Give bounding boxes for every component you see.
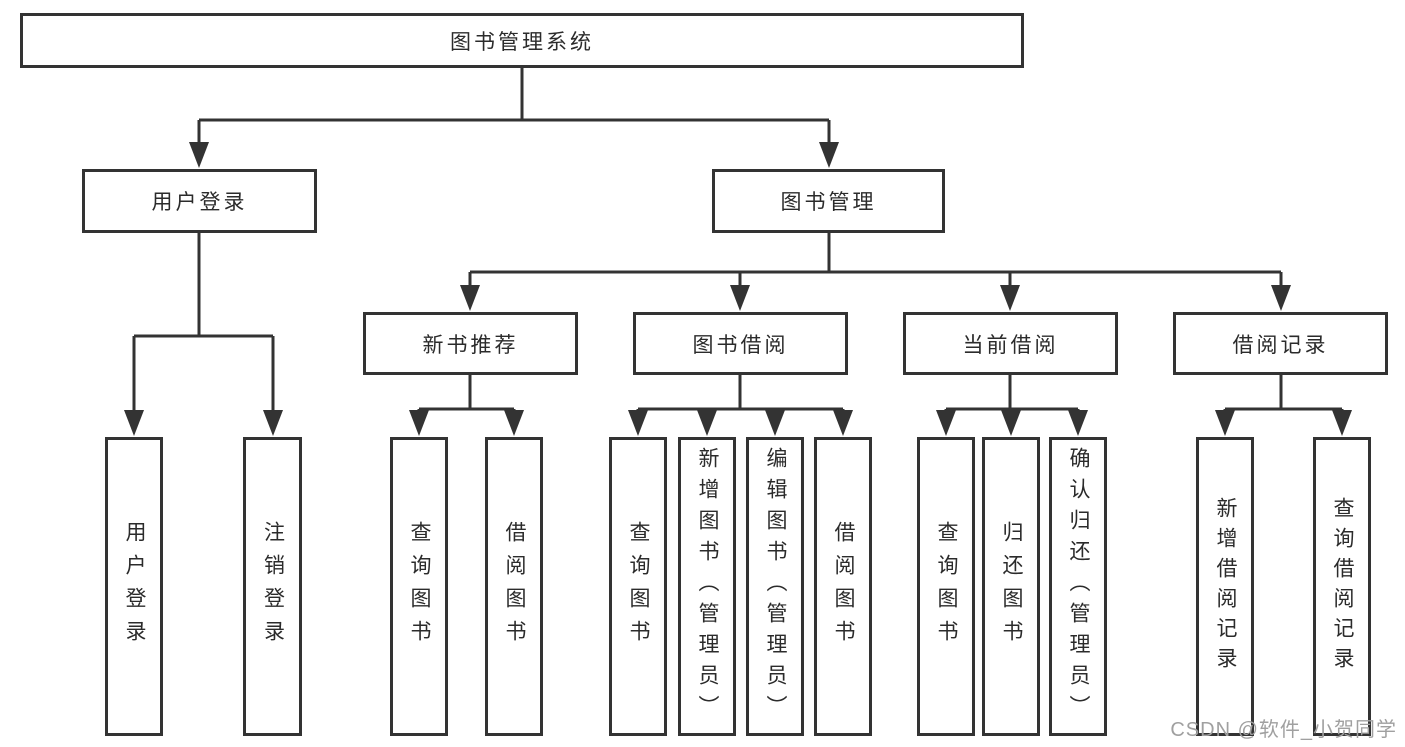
leaf-query-books-current: 查询图书 bbox=[917, 437, 975, 736]
node-user-login: 用户登录 bbox=[82, 169, 317, 233]
leaf-user-login: 用户登录 bbox=[105, 437, 163, 736]
arrowhead bbox=[936, 410, 956, 436]
arrowhead bbox=[1332, 410, 1352, 436]
node-book-borrow: 图书借阅 bbox=[633, 312, 848, 375]
edge-bookmgmt-to-l3 bbox=[468, 233, 1283, 288]
arrowhead bbox=[189, 142, 209, 168]
leaf-query-books-borrow: 查询图书 bbox=[609, 437, 667, 736]
leaf-edit-book-admin: 编辑图书（管理员） bbox=[746, 437, 804, 736]
node-borrow-records: 借阅记录 bbox=[1173, 312, 1388, 375]
leaf-add-borrow-record: 新增借阅记录 bbox=[1196, 437, 1254, 736]
arrowhead bbox=[765, 410, 785, 436]
edge-bookborrow-to-leaves bbox=[636, 375, 845, 414]
watermark: CSDN @软件_小贺同学 bbox=[1170, 719, 1397, 741]
arrowhead bbox=[124, 410, 144, 436]
arrowhead bbox=[1000, 285, 1020, 311]
edge-userlogin-to-leaves bbox=[132, 233, 275, 412]
edge-borrowrecords-to-leaves bbox=[1223, 375, 1344, 414]
arrowhead bbox=[1215, 410, 1235, 436]
leaf-query-books-recommend: 查询图书 bbox=[390, 437, 448, 736]
arrowhead bbox=[504, 410, 524, 436]
arrowhead bbox=[730, 285, 750, 311]
node-root: 图书管理系统 bbox=[20, 13, 1024, 68]
arrowhead bbox=[460, 285, 480, 311]
arrowhead bbox=[697, 410, 717, 436]
leaf-logout: 注销登录 bbox=[243, 437, 302, 736]
leaf-confirm-return-admin: 确认归还（管理员） bbox=[1049, 437, 1107, 736]
edge-newbook-to-leaves bbox=[417, 375, 516, 414]
arrowhead bbox=[833, 410, 853, 436]
arrowhead bbox=[1271, 285, 1291, 311]
arrowhead bbox=[628, 410, 648, 436]
arrowhead bbox=[1068, 410, 1088, 436]
leaf-borrow-books-2: 借阅图书 bbox=[814, 437, 872, 736]
node-new-book-recommend: 新书推荐 bbox=[363, 312, 578, 375]
node-current-borrow: 当前借阅 bbox=[903, 312, 1118, 375]
edge-currentborrow-to-leaves bbox=[944, 375, 1080, 414]
node-book-management: 图书管理 bbox=[712, 169, 945, 233]
arrowhead bbox=[819, 142, 839, 168]
leaf-borrow-books-recommend: 借阅图书 bbox=[485, 437, 543, 736]
arrowhead bbox=[1001, 410, 1021, 436]
leaf-query-borrow-record: 查询借阅记录 bbox=[1313, 437, 1371, 736]
arrowhead bbox=[263, 410, 283, 436]
arrowhead bbox=[409, 410, 429, 436]
leaf-return-book: 归还图书 bbox=[982, 437, 1040, 736]
edge-root-to-l2 bbox=[197, 68, 831, 146]
leaf-add-book-admin: 新增图书（管理员） bbox=[678, 437, 736, 736]
